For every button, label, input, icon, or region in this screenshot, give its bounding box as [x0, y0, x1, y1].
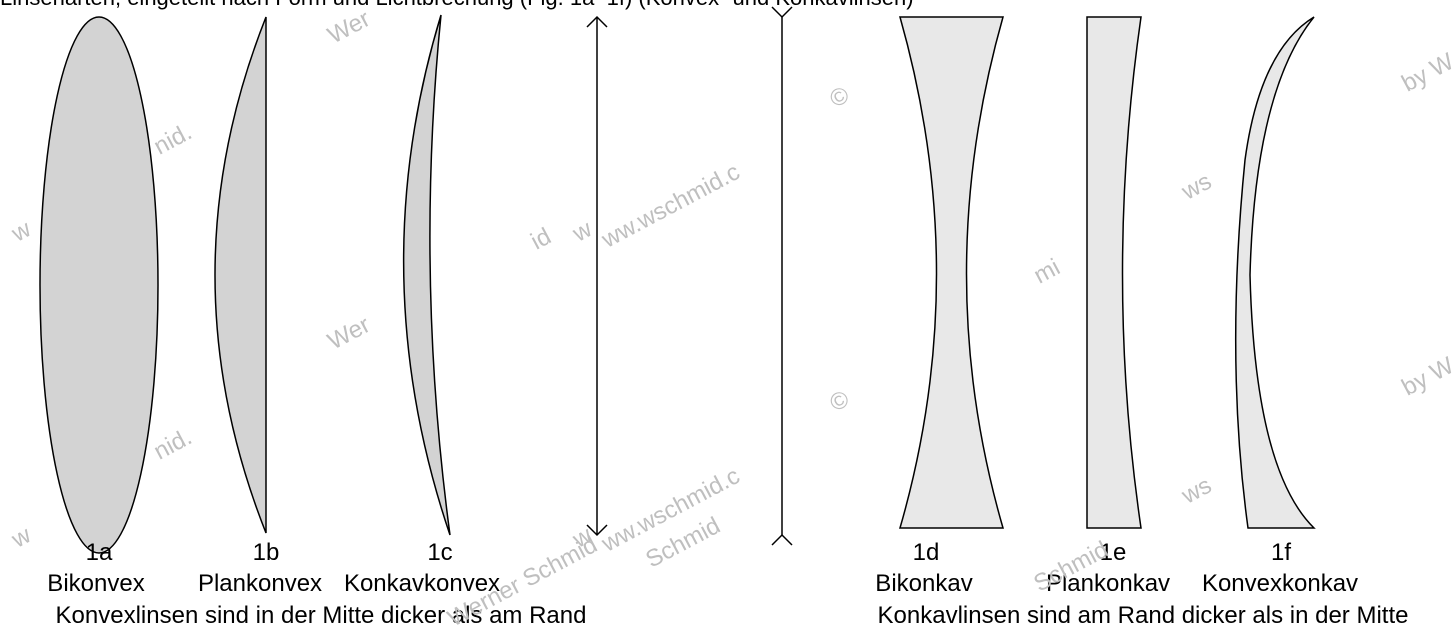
lens-1a-name: Bikonvex: [47, 570, 145, 597]
lens-1e-number: 1e: [1099, 539, 1127, 566]
lens-1f-number: 1f: [1270, 539, 1292, 566]
lens-1b-name: Plankonvex: [197, 570, 323, 597]
lens-1a-number: 1a: [85, 539, 113, 566]
lens-1b-number: 1b: [252, 539, 280, 566]
lens-1c-number: 1c: [427, 539, 453, 566]
lens-1d-biconcave-shape: [899, 16, 1004, 529]
lens-1f-convexoconcave-shape: [1234, 16, 1316, 529]
lens-1b-planoconvex-shape: [214, 16, 267, 534]
lens-1e-name: Plankonkav: [1045, 570, 1171, 597]
concave-lens-symbol: [771, 6, 793, 546]
convex-lens-symbol: [586, 15, 608, 537]
lens-1d-number: 1d: [912, 539, 940, 566]
concave-group-caption: Konkavlinsen sind am Rand dicker als in …: [877, 602, 1409, 629]
lens-1e-planoconcave-shape: [1086, 16, 1142, 529]
lens-1f-name: Konvexkonkav: [1201, 570, 1359, 597]
lens-1c-concavoconvex-shape: [402, 14, 451, 536]
convex-group-caption: Konvexlinsen sind in der Mitte dicker al…: [55, 602, 587, 629]
top-caption: Linsenarten, eingeteilt nach Form und Li…: [0, 0, 914, 11]
lens-1a-biconvex-shape: [39, 16, 159, 554]
lens-1d-name: Bikonkav: [875, 570, 973, 597]
lens-1c-name: Konkavkonvex: [343, 570, 501, 597]
